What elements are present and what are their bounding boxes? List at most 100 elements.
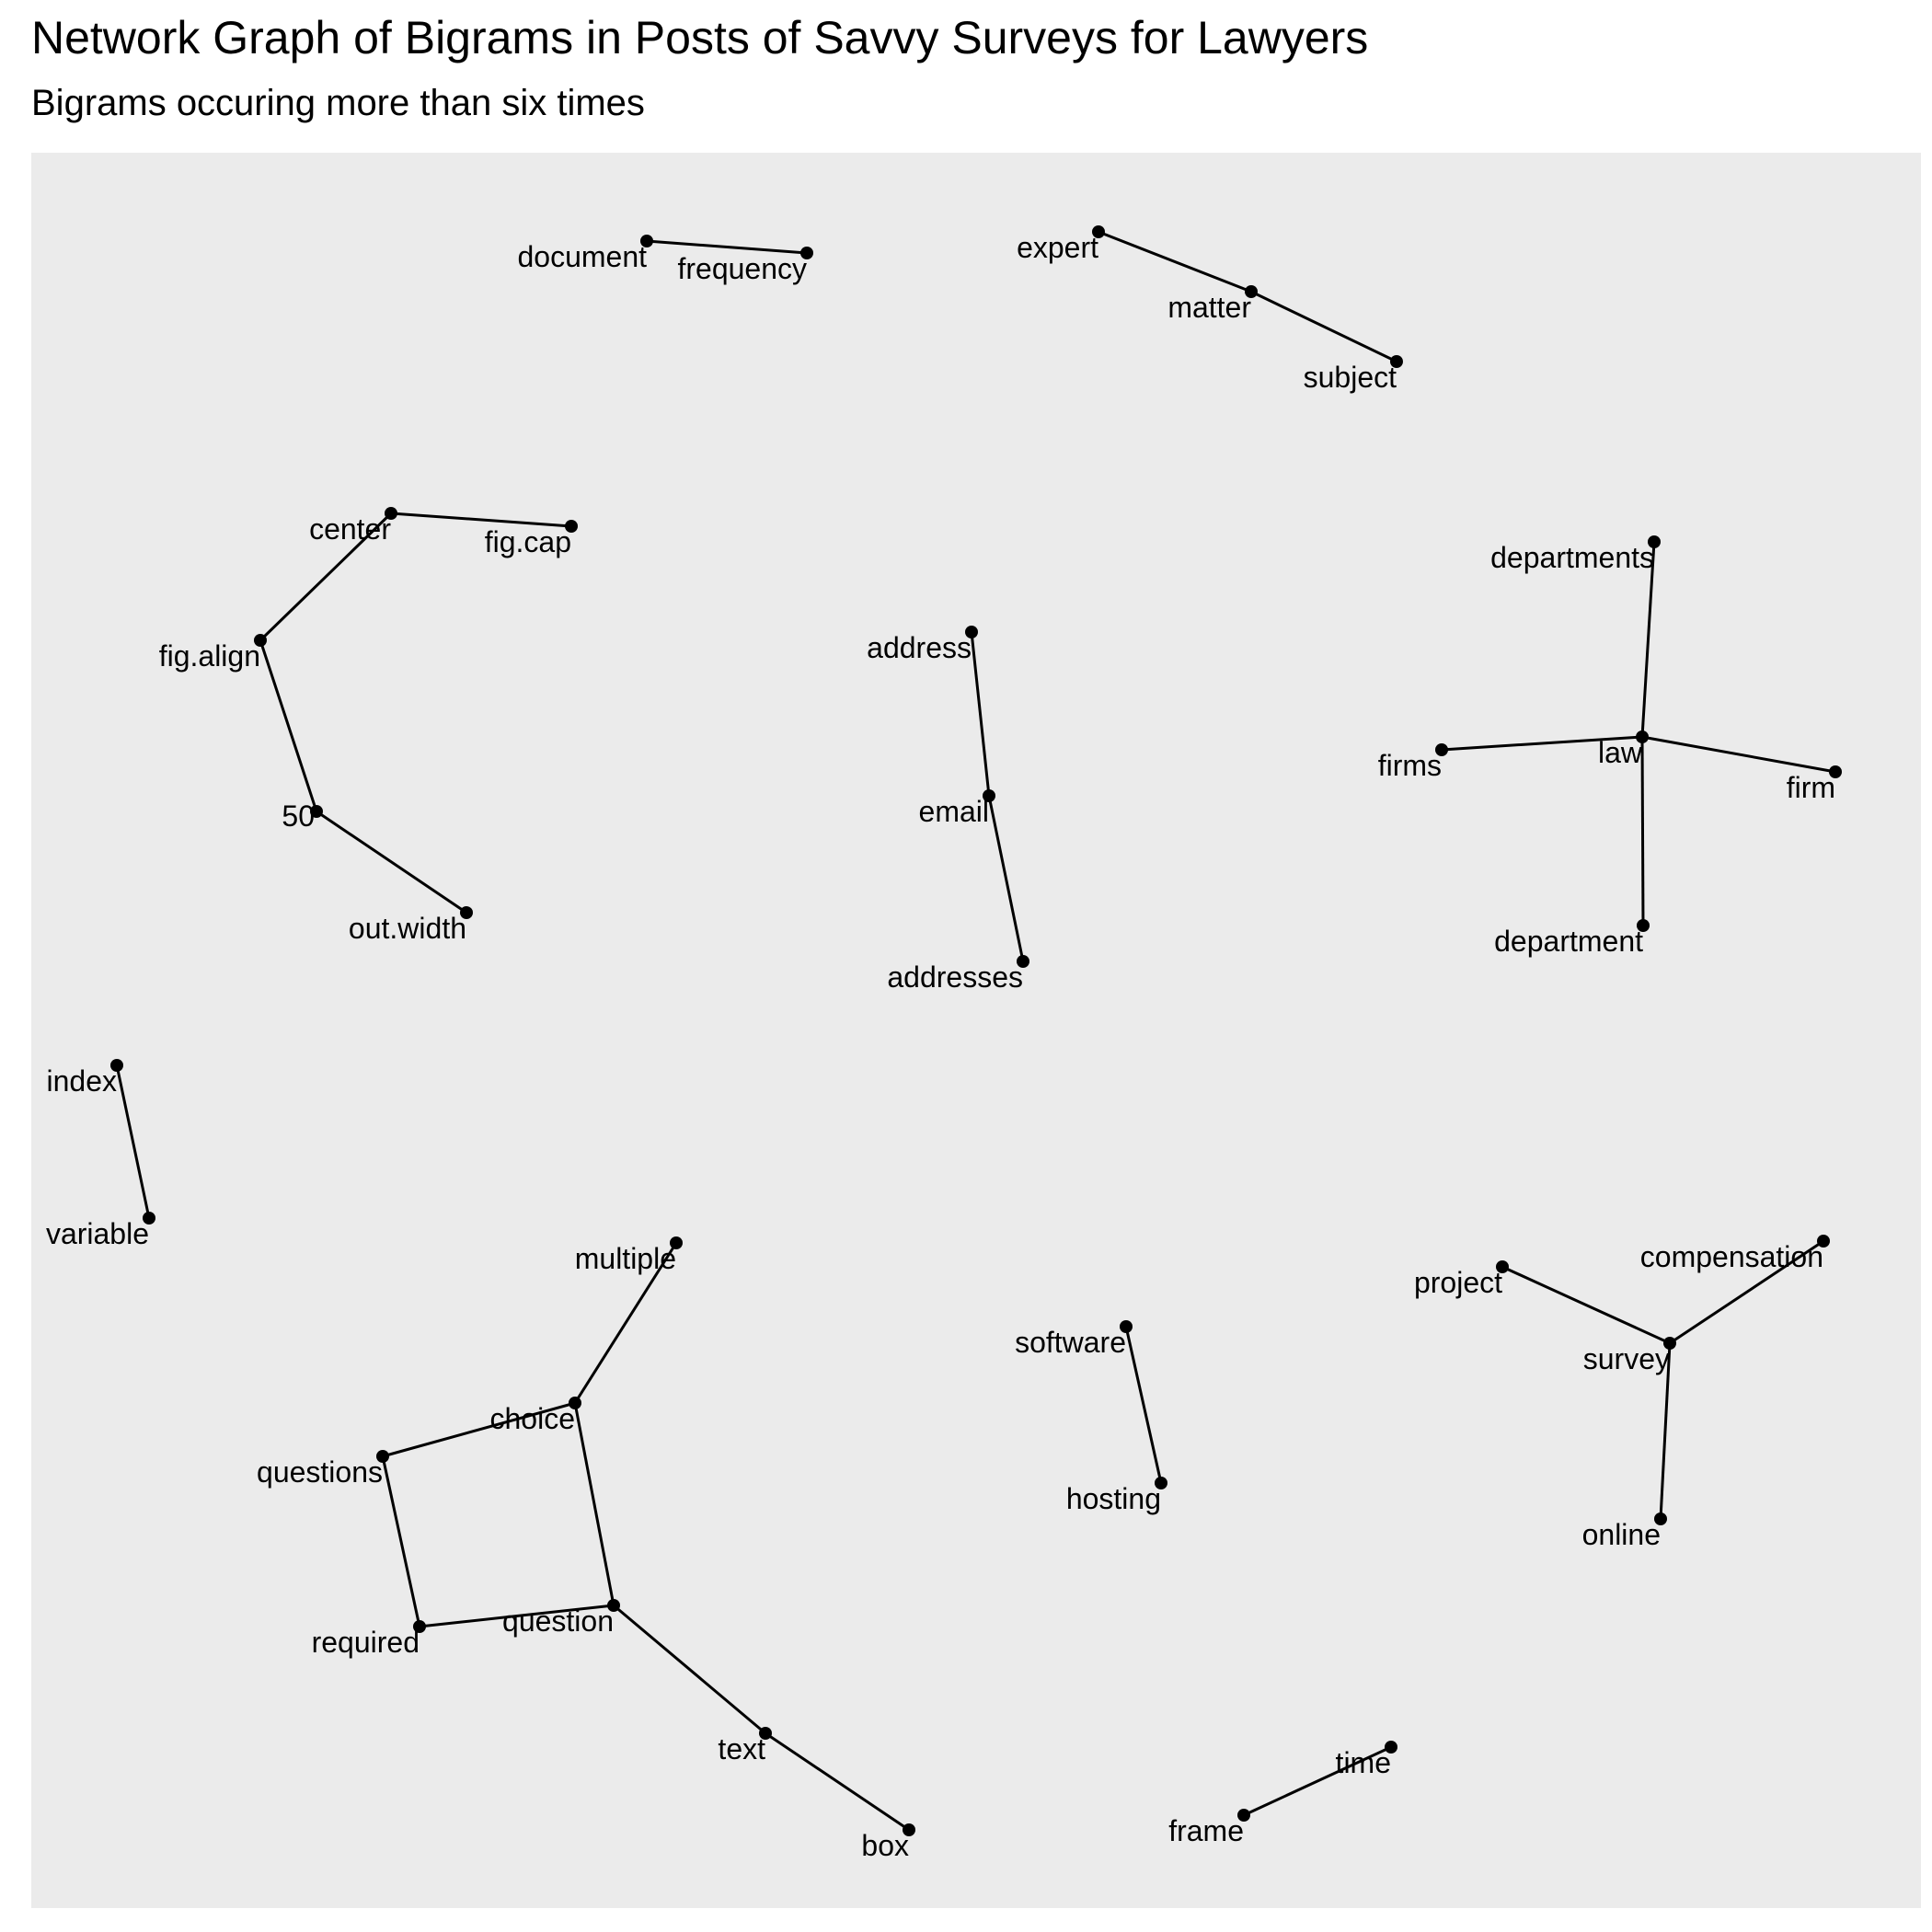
nodes-layer — [110, 225, 1842, 1836]
node-label-firm: firm — [1787, 771, 1835, 804]
edge-matter-subject — [1250, 290, 1397, 363]
node-address — [965, 626, 978, 638]
edge-questions-required — [381, 1455, 421, 1627]
edge-email-addresses — [987, 795, 1025, 962]
node-label-project: project — [1414, 1266, 1502, 1299]
node-time — [1385, 1741, 1397, 1754]
node-label-subject: subject — [1304, 361, 1397, 394]
node-label-fig.align: fig.align — [159, 639, 260, 673]
edge-index-variable — [115, 1064, 151, 1219]
edge-survey-compensation — [1669, 1239, 1824, 1345]
node-subject — [1390, 355, 1403, 368]
node-project — [1496, 1260, 1509, 1273]
node-label-address: address — [867, 631, 972, 664]
node-box — [903, 1823, 915, 1836]
node-variable — [143, 1212, 155, 1225]
node-label-center: center — [309, 512, 391, 546]
node-text — [759, 1727, 772, 1740]
node-label-box: box — [861, 1829, 909, 1862]
edge-text-box — [765, 1731, 910, 1832]
node-label-question: question — [502, 1604, 614, 1638]
node-online — [1654, 1512, 1667, 1525]
node-question — [607, 1599, 620, 1612]
node-out.width — [460, 906, 473, 919]
node-label-survey: survey — [1583, 1342, 1670, 1375]
node-compensation — [1817, 1235, 1830, 1248]
edge-law-firm — [1641, 735, 1836, 774]
node-fig.cap — [565, 520, 578, 533]
edge-law-departments — [1640, 541, 1656, 738]
edge-center-fig.cap — [390, 512, 572, 528]
node-law — [1636, 730, 1649, 743]
node-label-questions: questions — [257, 1455, 383, 1489]
node-software — [1120, 1320, 1133, 1333]
node-hosting — [1155, 1477, 1167, 1489]
edge-required-question — [419, 1604, 615, 1628]
node-center — [385, 507, 397, 520]
node-label-addresses: addresses — [887, 960, 1023, 994]
node-fig.align — [254, 634, 267, 647]
node-label-department: department — [1494, 925, 1643, 958]
node-choice — [569, 1397, 581, 1409]
node-label-time: time — [1336, 1746, 1391, 1779]
edge-law-firms — [1441, 735, 1643, 752]
node-label-matter: matter — [1167, 291, 1251, 324]
node-label-expert: expert — [1017, 231, 1098, 264]
node-label-multiple: multiple — [575, 1242, 676, 1275]
node-label-document: document — [517, 240, 647, 273]
node-label-firms: firms — [1378, 749, 1442, 782]
node-label-software: software — [1015, 1326, 1126, 1359]
node-label-50: 50 — [282, 799, 315, 833]
node-50 — [310, 805, 323, 818]
node-label-email: email — [919, 795, 989, 828]
plot-panel — [31, 153, 1921, 1908]
edge-survey-online — [1659, 1342, 1672, 1520]
edge-address-email — [970, 631, 991, 797]
node-label-frequency: frequency — [677, 252, 807, 285]
node-index — [110, 1059, 123, 1072]
node-label-compensation: compensation — [1640, 1240, 1823, 1273]
node-expert — [1092, 225, 1105, 238]
node-label-choice: choice — [490, 1402, 576, 1435]
node-firms — [1435, 743, 1448, 756]
node-survey — [1663, 1337, 1676, 1350]
edge-law-department — [1640, 736, 1645, 926]
node-frequency — [800, 247, 813, 259]
node-questions — [376, 1450, 389, 1463]
node-firm — [1829, 765, 1842, 778]
edge-software-hosting — [1124, 1326, 1163, 1484]
chart-subtitle: Bigrams occuring more than six times — [31, 83, 645, 123]
node-departments — [1648, 535, 1661, 548]
node-frame — [1237, 1809, 1250, 1822]
node-label-hosting: hosting — [1066, 1482, 1161, 1515]
chart-title: Network Graph of Bigrams in Posts of Sav… — [31, 12, 1369, 63]
node-matter — [1245, 285, 1258, 298]
node-label-index: index — [47, 1064, 118, 1098]
edges-layer — [115, 230, 1836, 1832]
edge-50-out.width — [316, 810, 467, 914]
node-required — [413, 1620, 426, 1633]
edge-multiple-choice — [573, 1242, 678, 1404]
node-email — [983, 789, 995, 802]
edge-project-survey — [1501, 1265, 1671, 1345]
node-department — [1637, 919, 1650, 932]
edge-question-text — [613, 1604, 766, 1735]
edge-choice-question — [573, 1402, 615, 1606]
edge-document-frequency — [646, 239, 808, 255]
labels-layer: document frequency expert matter subject cent… — [46, 231, 1835, 1862]
node-label-law: law — [1598, 736, 1643, 769]
node-label-departments: departments — [1490, 541, 1654, 574]
node-label-text: text — [718, 1732, 765, 1765]
edge-expert-matter — [1098, 230, 1252, 293]
node-document — [640, 235, 653, 247]
node-addresses — [1017, 955, 1029, 968]
node-label-frame: frame — [1168, 1814, 1244, 1847]
edge-choice-questions — [382, 1401, 576, 1458]
node-label-fig.cap: fig.cap — [485, 525, 571, 558]
node-multiple — [670, 1236, 683, 1249]
node-label-required: required — [312, 1626, 420, 1659]
edge-fig.align-50 — [259, 639, 318, 812]
node-label-out.width: out.width — [349, 912, 466, 945]
node-label-variable: variable — [46, 1217, 149, 1250]
